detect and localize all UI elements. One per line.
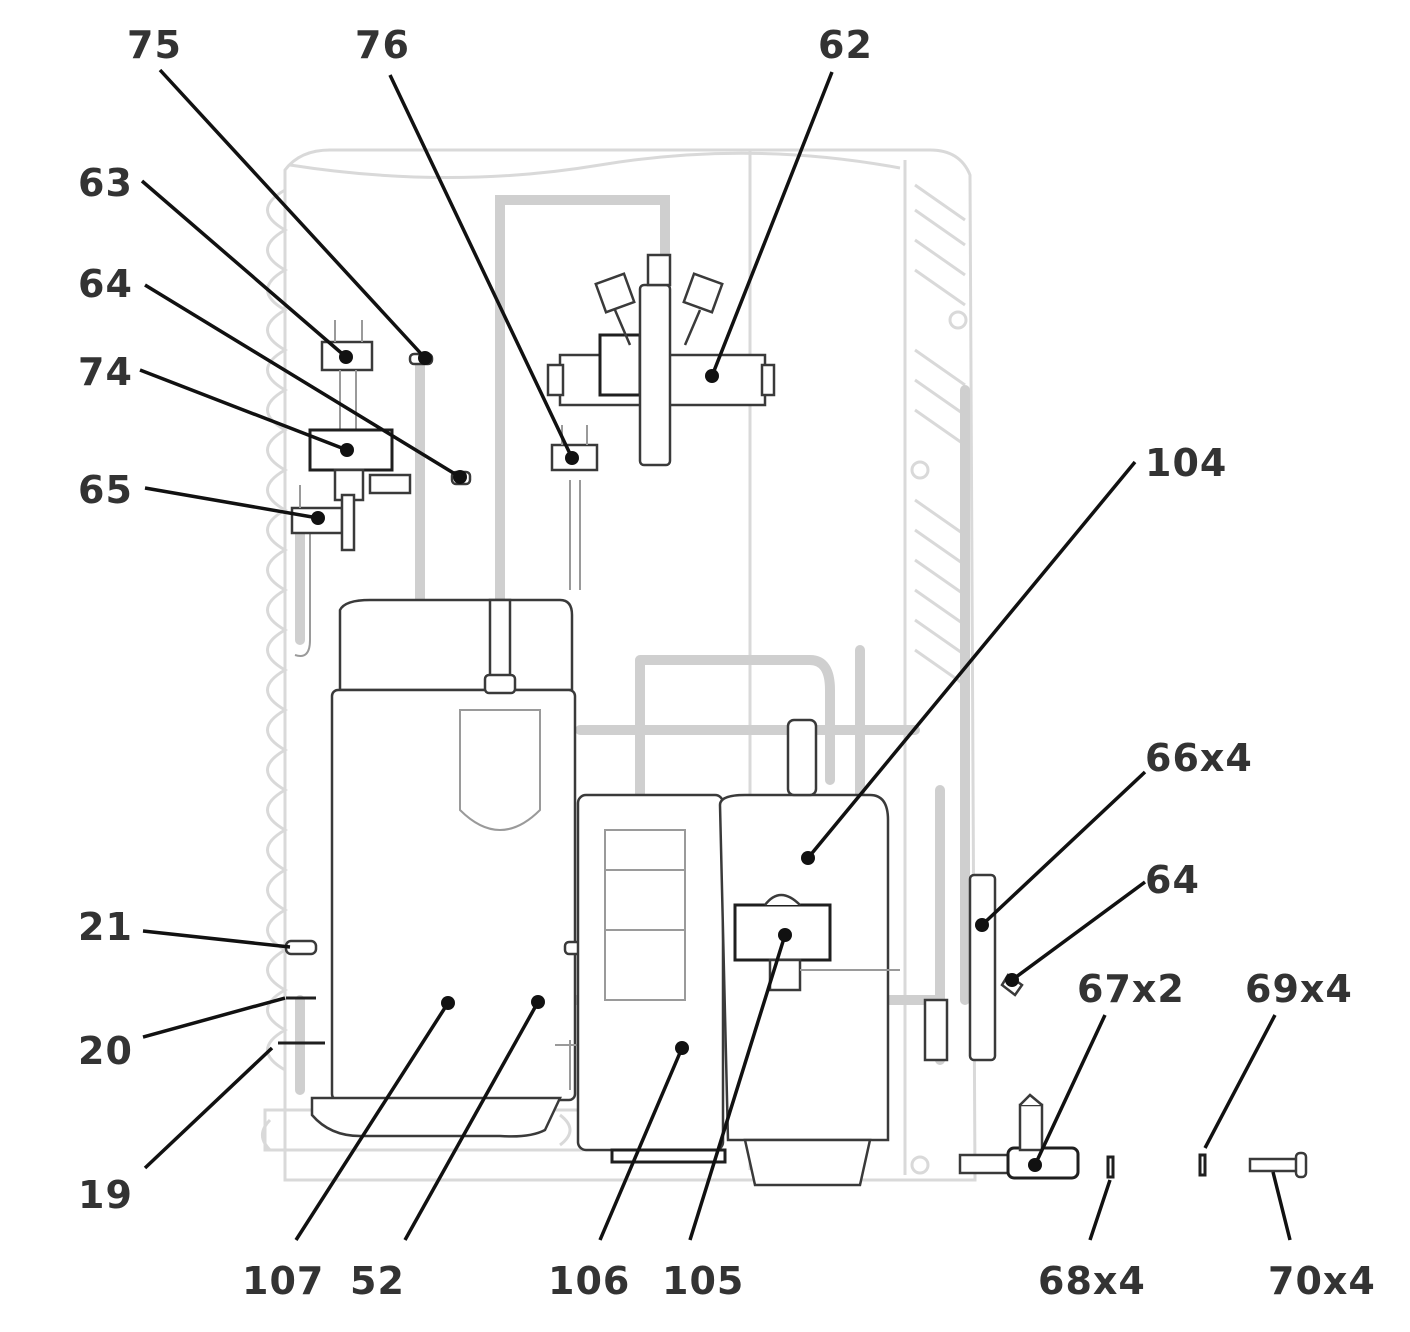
service-valve-62 [546, 253, 776, 467]
right-coil [910, 183, 968, 1175]
callout-69x4: 69x4 [1245, 967, 1353, 1011]
callout-70x4: 70x4 [1268, 1259, 1376, 1303]
callout-67x2: 67x2 [1077, 967, 1185, 1011]
callout-21: 21 [78, 905, 133, 949]
callout-104: 104 [1145, 441, 1227, 485]
receiver-106 [576, 793, 727, 1164]
callout-107: 107 [242, 1259, 324, 1303]
callout-105: 105 [662, 1259, 744, 1303]
left-coil [266, 188, 289, 1072]
callout-20: 20 [78, 1029, 133, 1073]
callout-106: 106 [548, 1259, 630, 1303]
leader-lines [139, 68, 1292, 1241]
fitting-76 [550, 425, 599, 472]
callout-63: 63 [78, 161, 133, 205]
callout-66x4: 66x4 [1145, 736, 1253, 780]
callout-76: 76 [355, 23, 410, 67]
callout-19: 19 [78, 1173, 133, 1217]
fittings-left [278, 939, 325, 1045]
callout-52: 52 [350, 1259, 405, 1303]
callout-74: 74 [78, 350, 133, 394]
tank-104 [718, 718, 890, 1187]
fittings-top-left [290, 320, 472, 552]
callout-64-top: 64 [78, 262, 133, 306]
callout-65: 65 [78, 468, 133, 512]
callout-75: 75 [127, 23, 182, 67]
compressor-107 [310, 598, 600, 1138]
callout-labels: 75 76 62 63 64 74 65 104 66x4 64 67x2 69… [78, 23, 1376, 1303]
callout-64-right: 64 [1145, 858, 1200, 902]
loose-hardware [958, 1093, 1308, 1180]
callout-62: 62 [818, 23, 873, 67]
callout-68x4: 68x4 [1038, 1259, 1146, 1303]
